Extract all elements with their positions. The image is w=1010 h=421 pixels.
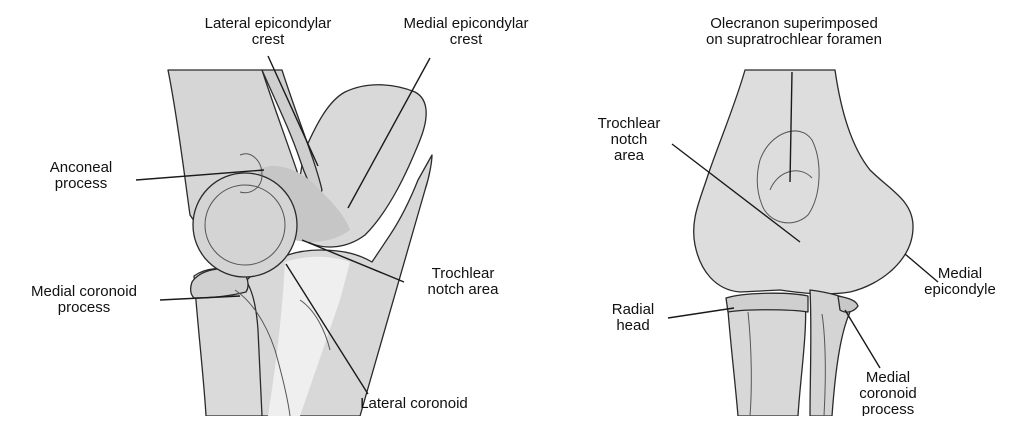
label-trochlear-notch-area-left: Trochlear notch area: [404, 266, 522, 298]
leader-radial-head: [668, 308, 734, 318]
leader-medial-coronoid-process-right: [845, 310, 880, 368]
label-radial-head: Radial head: [600, 302, 666, 334]
label-medial-epicondylar-crest: Medial epicondylar crest: [368, 16, 564, 48]
label-trochlear-notch-area-right: Trochlear notch area: [586, 116, 672, 164]
radial-head-right: [726, 293, 808, 312]
label-olecranon-superimposed: Olecranon superimposed on supratrochlear…: [676, 16, 912, 48]
medial-coronoid-tip: [838, 296, 858, 312]
craniocaudal-view-illustration: [694, 70, 913, 416]
label-medial-epicondyle: Medial epicondyle: [912, 266, 1008, 298]
label-medial-coronoid-process-left: Medial coronoid process: [6, 284, 162, 316]
humerus-distal: [694, 70, 913, 294]
label-lateral-coronoid: Lateral coronoid: [346, 396, 482, 412]
radius-right: [727, 294, 806, 416]
lateral-view-illustration: [168, 70, 432, 416]
label-anconeal-process: Anconeal process: [26, 160, 136, 192]
humeral-condyle-circle: [193, 173, 297, 277]
label-medial-coronoid-process-right: Medial coronoid process: [840, 370, 936, 416]
label-lateral-epicondylar-crest: Lateral epicondylar crest: [170, 16, 366, 48]
